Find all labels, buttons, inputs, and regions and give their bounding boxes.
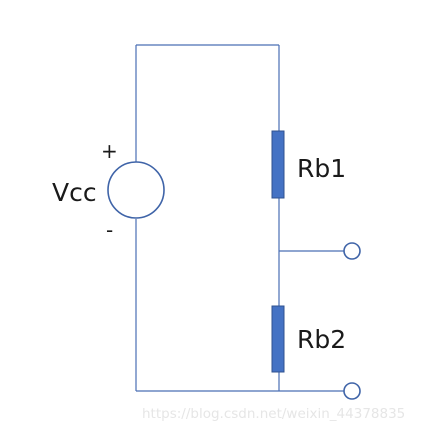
voltage-source-symbol [107, 161, 165, 219]
minus-sign: - [106, 218, 113, 242]
output-terminal-middle [343, 242, 361, 260]
resistor-rb2-label: Rb2 [297, 325, 346, 354]
output-terminal-bottom [343, 382, 361, 400]
resistor-rb1 [271, 130, 285, 199]
plus-sign: + [101, 139, 118, 163]
circuit-wires [135, 44, 344, 392]
watermark-text: https://blog.csdn.net/weixin_44378835 [142, 406, 405, 422]
resistor-rb2 [271, 305, 285, 373]
resistor-rb1-label: Rb1 [297, 154, 346, 183]
source-label: Vcc [52, 178, 97, 207]
